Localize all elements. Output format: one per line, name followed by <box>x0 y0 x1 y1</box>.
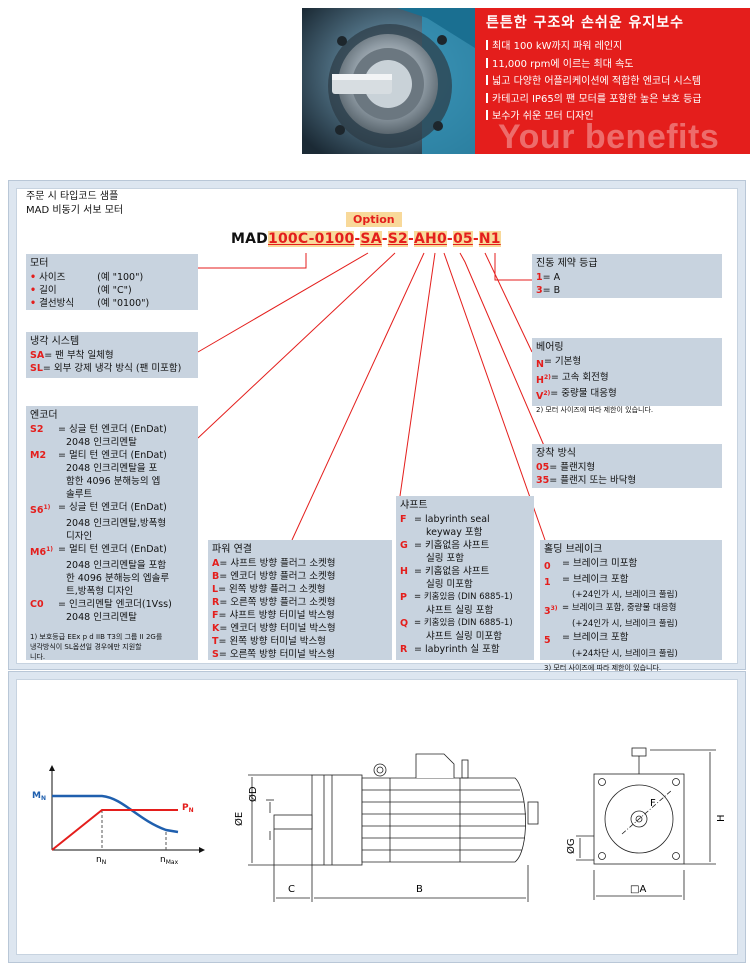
dim-label-h: H <box>716 814 727 822</box>
dim-label-e: ØE <box>233 812 245 826</box>
motor-item: • 결선방식(예 "0100") <box>30 298 150 309</box>
benefit-item: 카테고리 IP65의 팬 모터를 포함한 높은 보호 등급 <box>486 91 702 109</box>
type-code-encoder: S2 <box>387 231 408 247</box>
type-code-cooling: SA <box>360 231 382 247</box>
section-title: 주문 시 타입코드 샘플 MAD 비동기 서보 모터 <box>26 191 124 216</box>
benefit-item: 보수가 쉬운 모터 디자인 <box>486 108 702 126</box>
dim-label-c: C <box>288 884 295 895</box>
cooling-item: SA = 팬 부착 일체형 <box>30 350 114 361</box>
brake-note: 3) 모터 사이즈에 따라 제한이 있습니다. <box>544 663 662 672</box>
mounting-item: 05 = 플랜지형 <box>536 462 596 473</box>
dim-label-a: □A <box>630 884 646 895</box>
shaft-item: P= 키홈있음 (DIN 6885-1)샤프트 실링 포함 <box>400 592 513 616</box>
encoder-item: C0= 인크리멘탈 엔코더(1Vss) 2048 인크리멘탈 <box>30 599 172 624</box>
encoder-item: S61)= 싱글 턴 엔코더 (EnDat) 2048 인크리멘탈,방폭형 디자… <box>30 502 167 543</box>
bearing-note: 2) 모터 사이즈에 따라 제한이 있습니다. <box>536 406 654 415</box>
encoder-item: M61)= 멀티 턴 엔코더 (EnDat) 2048 인크리멘탈을 포함 한 … <box>30 544 170 598</box>
encoder-box: 엔코더 S2= 싱글 턴 엔코더 (EnDat) 2048 인크리멘탈 M2= … <box>26 406 198 662</box>
max-speed-label: nMax <box>160 855 179 866</box>
power-item: B = 엔코더 방향 플러그 소켓형 <box>212 571 336 582</box>
brake-item: 5= 브레이크 포함(+24차단 시, 브레이크 풀림) <box>544 632 678 659</box>
power-label: PN <box>182 803 194 814</box>
holding-brake-box: 홀딩 브레이크 0= 브레이크 미포함 1= 브레이크 포함(+24인가 시, … <box>540 540 722 672</box>
power-item: T = 왼쪽 방향 터미널 박스형 <box>212 636 326 647</box>
encoder-item: S2= 싱글 턴 엔코더 (EnDat) 2048 인크리멘탈 <box>30 424 167 448</box>
benefits-banner: 튼튼한 구조와 손쉬운 유지보수 최대 100 kW까지 파워 레인지 11,0… <box>302 8 750 154</box>
power-item: F = 샤프트 방향 터미널 박스형 <box>212 610 335 621</box>
motor-body <box>361 777 526 863</box>
benefits-list: 최대 100 kW까지 파워 레인지 11,000 rpm에 이르는 최대 속도… <box>486 38 702 126</box>
brake-item: 0= 브레이크 미포함 <box>544 558 638 573</box>
banner-watermark: Your benefits <box>498 118 720 154</box>
vibration-item: 1 = A <box>536 272 561 283</box>
bearing-box: 베어링 N = 기본형 H2) = 고속 회전형 V2) = 중량물 대응형 2… <box>532 338 722 414</box>
motor-shaft <box>273 814 313 830</box>
dimension-drawing: ØD ØE C B F ØG H □A <box>233 747 727 902</box>
brake-item: 33)= 브레이크 포함, 중량물 대응형(+24인가 시, 브레이크 풀림) <box>544 603 678 630</box>
type-code-shaft: AH0 <box>414 231 447 247</box>
terminal-box <box>415 753 455 778</box>
mounting-item: 35 = 플랜지 또는 바닥형 <box>536 475 637 486</box>
shaft-item: Q= 키홈있음 (DIN 6885-1)샤프트 실링 미포함 <box>400 618 513 642</box>
dim-label-b: B <box>416 884 423 895</box>
vibration-box: 진동 제약 등급 1 = A 3 = B <box>532 254 722 298</box>
lifting-eye <box>373 763 387 777</box>
motor-box: 모터 • 사이즈(예 "100") • 길이(예 "C") • 결선방식(예 "… <box>26 254 198 310</box>
bearing-item: H2) = 고속 회전형 <box>536 372 609 387</box>
power-curve <box>51 809 178 851</box>
type-code-bearing: N1 <box>478 231 501 247</box>
mounting-box: 장착 방식 05 = 플랜지형 35 = 플랜지 또는 바닥형 <box>532 444 722 488</box>
rated-speed-label: nN <box>96 855 106 866</box>
dim-label-d: ØD <box>247 786 259 802</box>
motor-photo <box>302 8 475 154</box>
type-code-mount: 05 <box>452 231 473 247</box>
type-code: MAD100C-0100-SA-S2-AH0-05-N1 <box>231 231 501 247</box>
motor-item: • 길이(예 "C") <box>30 285 132 296</box>
torque-power-graph: MN PN nN nMax <box>32 765 205 866</box>
motor-flange <box>311 774 363 866</box>
power-item: A = 샤프트 방향 플러그 소켓형 <box>212 558 336 569</box>
benefit-item: 최대 100 kW까지 파워 레인지 <box>486 38 702 56</box>
motor-item: • 사이즈(예 "100") <box>30 272 144 283</box>
encoder-item: M2= 멀티 턴 엔코더 (EnDat) 2048 인크리멘탈을 포 함한 40… <box>30 450 167 500</box>
bearing-item: N = 기본형 <box>536 356 582 371</box>
bearing-item: V2) = 중량물 대응형 <box>536 388 617 403</box>
encoder-note: 1) 보호등급 EEx p d IIB T3의 그룹 II 2G를 냉각방식이 … <box>30 633 163 662</box>
benefit-item: 11,000 rpm에 이르는 최대 속도 <box>486 56 702 74</box>
option-label: Option <box>346 212 402 227</box>
cooling-item: SL = 외부 강제 냉각 방식 (팬 미포함) <box>30 363 182 374</box>
torque-label: MN <box>32 791 46 802</box>
vibration-item: 3 = B <box>536 285 561 296</box>
dim-label-g: ØG <box>565 838 577 854</box>
banner-title: 튼튼한 구조와 손쉬운 유지보수 <box>486 15 685 31</box>
cooling-box: 냉각 시스템 SA = 팬 부착 일체형 SL = 외부 강제 냉각 방식 (팬… <box>26 332 198 378</box>
dim-label-f: F <box>650 798 656 809</box>
type-code-base: MAD <box>231 231 268 247</box>
brake-item: 1= 브레이크 포함(+24인가 시, 브레이크 풀림) <box>544 574 678 601</box>
type-code-size: 100C-0100 <box>268 231 355 247</box>
torque-curve <box>52 794 179 834</box>
benefit-item: 넓고 다양한 어플리케이션에 적합한 엔코더 시스템 <box>486 73 702 91</box>
power-item: K = 엔코더 방향 터미널 박스형 <box>212 623 336 634</box>
power-item: S = 오른쪽 방향 터미널 박스형 <box>212 649 336 660</box>
power-item: L = 왼쪽 방향 플러그 소켓형 <box>212 584 326 595</box>
shaft-item: R= labyrinth 실 포함 <box>400 644 500 655</box>
power-connection-box: 파워 연결 A = 샤프트 방향 플러그 소켓형 B = 엔코더 방향 플러그 … <box>208 540 392 660</box>
power-item: R = 오른쪽 방향 플러그 소켓형 <box>212 597 336 608</box>
end-view-bore <box>604 784 674 854</box>
